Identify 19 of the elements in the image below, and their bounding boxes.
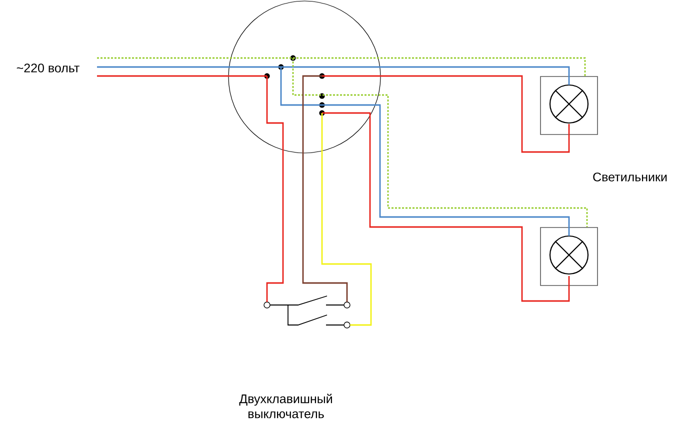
voltage-label: ~220 вольт [16, 64, 80, 72]
wire [280, 67, 570, 236]
lamps-label: Светильники [593, 172, 667, 182]
wire [293, 57, 586, 76]
wire [281, 66, 570, 85]
wire [97, 57, 293, 59]
wire [322, 112, 570, 302]
wire [97, 66, 281, 68]
junction-box-drawing [228, 0, 381, 154]
switch-label: Двухклавишный выключатель [239, 394, 332, 418]
wire [292, 58, 588, 227]
wire [302, 75, 348, 302]
lamp-drawing [540, 76, 598, 135]
wire [321, 113, 372, 326]
wire [322, 75, 570, 153]
wire [97, 75, 267, 77]
lamp-drawing [540, 227, 598, 286]
switch-drawing [264, 296, 350, 328]
wire [266, 76, 284, 302]
